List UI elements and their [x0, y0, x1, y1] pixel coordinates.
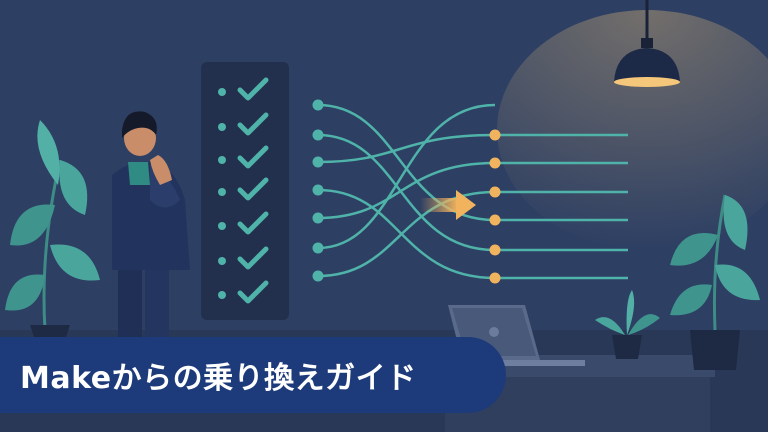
- checklist-panel: [201, 62, 289, 320]
- banner-title: Makeからの乗り換えガイド: [20, 361, 417, 396]
- checkmark-icon: [237, 177, 269, 201]
- flow-output-nodes: [489, 129, 501, 284]
- flow-input-nodes: [312, 99, 324, 282]
- plant: [5, 120, 100, 340]
- plant: [670, 194, 760, 370]
- plant: [595, 290, 660, 359]
- checkmark-icon: [237, 280, 269, 304]
- checkmark-icon: [237, 211, 269, 235]
- arrow-right-icon: [420, 190, 476, 220]
- lamp-glow: [497, 10, 768, 250]
- title-banner: Makeからの乗り換えガイド: [0, 337, 506, 413]
- pendant-lamp: [614, 0, 680, 87]
- checkmark-icon: [237, 77, 269, 101]
- checkmark-icon: [237, 112, 269, 136]
- checkmark-icon: [237, 145, 269, 169]
- checkmark-icon: [237, 246, 269, 270]
